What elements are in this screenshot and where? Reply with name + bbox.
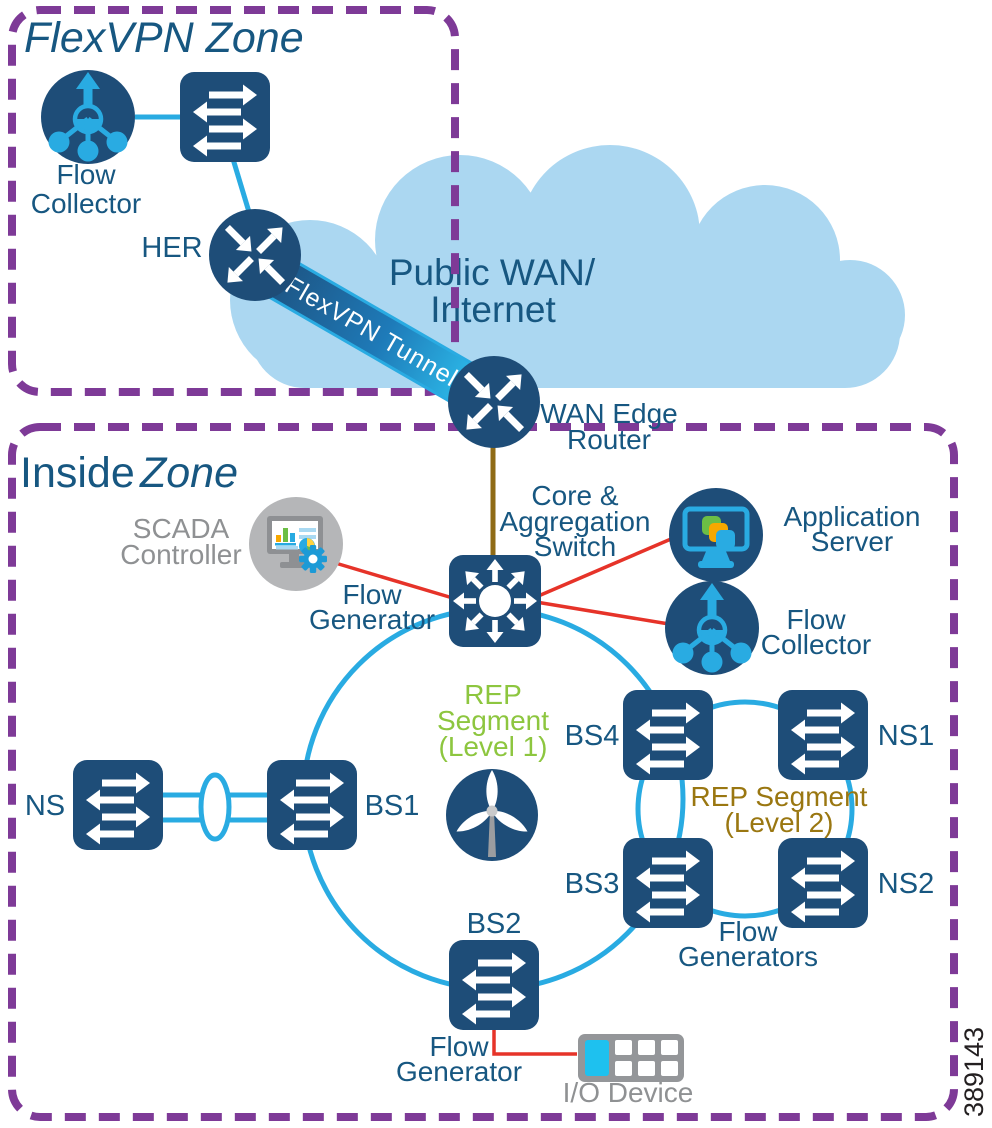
flow-collector-inside-icon [665, 581, 759, 675]
flow-line-bs2-iodevice [492, 1029, 577, 1056]
bs2-switch-icon [449, 940, 539, 1030]
io-device-icon [578, 1034, 684, 1082]
rep-ring-level2 [635, 699, 855, 919]
flow-generator-top-label-line1: Flow [342, 579, 402, 610]
wan-cloud-icon [230, 145, 905, 388]
flexvpn-zone-border [8, 6, 459, 396]
flow-line-core-flowcollector [535, 600, 670, 626]
wan-edge-router-icon [448, 356, 540, 448]
flow-collector-top-label-line2: Collector [31, 188, 141, 219]
rep-segment-level2-label-line2: (Level 2) [725, 807, 834, 838]
bs3-label: BS3 [565, 868, 620, 900]
ns1-switch-icon [778, 690, 868, 780]
rep-segment-level1-label-line2: Segment [437, 705, 549, 736]
gear-icon [299, 545, 327, 573]
flow-generators-right-label-line1: Flow [718, 916, 778, 947]
flow-generator-top-label-line2: Generator [309, 604, 435, 635]
ns-label: NS [25, 790, 65, 822]
core-aggregation-switch-icon [449, 555, 541, 647]
flexvpn-zone-title: FlexVPN Zone [24, 14, 304, 62]
wan-edge-router-label-line2: Router [567, 424, 651, 455]
core-agg-switch-label-line1: Core & [531, 480, 618, 511]
rep-segment-level1-label-line3: (Level 1) [439, 731, 548, 762]
application-server-icon [669, 488, 763, 582]
flow-line-scada-core [331, 560, 457, 601]
etherchannel-ellipse [198, 772, 232, 842]
bs1-label: BS1 [365, 790, 420, 822]
cloud-label-line2: Internet [430, 289, 556, 330]
scada-controller-label-line2: Controller [120, 539, 241, 570]
flow-generators-right-label-line2: Generators [678, 941, 818, 972]
flow-generator-bottom-label-line1: Flow [429, 1031, 489, 1062]
figure-number: 389143 [959, 1027, 989, 1117]
her-router-icon [209, 209, 301, 301]
core-agg-switch-label-line3: Switch [534, 531, 616, 562]
io-device-label: I/O Device [563, 1077, 694, 1108]
bs4-switch-icon [623, 690, 713, 780]
flow-collector-top-label-line1: Flow [56, 159, 116, 190]
flow-collector-top-icon [41, 70, 135, 164]
application-server-label-line1: Application [784, 501, 921, 532]
flow-generator-bottom-label-line2: Generator [396, 1056, 522, 1087]
ns2-switch-icon [778, 838, 868, 928]
ns-switch-icon [73, 760, 163, 850]
flow-line-core-appserver [535, 537, 672, 599]
bs4-label: BS4 [565, 720, 620, 752]
inside-zone-title-main: Inside [20, 449, 135, 497]
inside-zone-title-italic: Zone [139, 449, 238, 497]
core-agg-switch-label-line2: Aggregation [499, 506, 650, 537]
cloud-label-line1: Public WAN/ [389, 252, 596, 293]
ns2-label: NS2 [878, 868, 934, 900]
bs2-label: BS2 [467, 908, 522, 940]
rep-segment-level1-label-line1: REP [464, 679, 522, 710]
rep-segment-level2-label-line1: REP Segment [691, 781, 868, 812]
her-label: HER [141, 232, 202, 264]
flow-collector-inside-label-line1: Flow [786, 604, 846, 635]
scada-controller-label-line1: SCADA [133, 513, 230, 544]
wan-edge-router-label-line1: WAN Edge [540, 398, 677, 429]
ns1-label: NS1 [878, 720, 934, 752]
wind-turbine-icon [446, 769, 538, 861]
application-server-label-line2: Server [811, 526, 893, 557]
scada-controller-icon [249, 497, 343, 591]
flexvpn-switch-icon [180, 72, 270, 162]
flow-collector-inside-label-line2: Collector [761, 629, 871, 660]
link-switch-her [230, 158, 252, 213]
bs3-switch-icon [623, 838, 713, 928]
bs1-switch-icon [267, 760, 357, 850]
